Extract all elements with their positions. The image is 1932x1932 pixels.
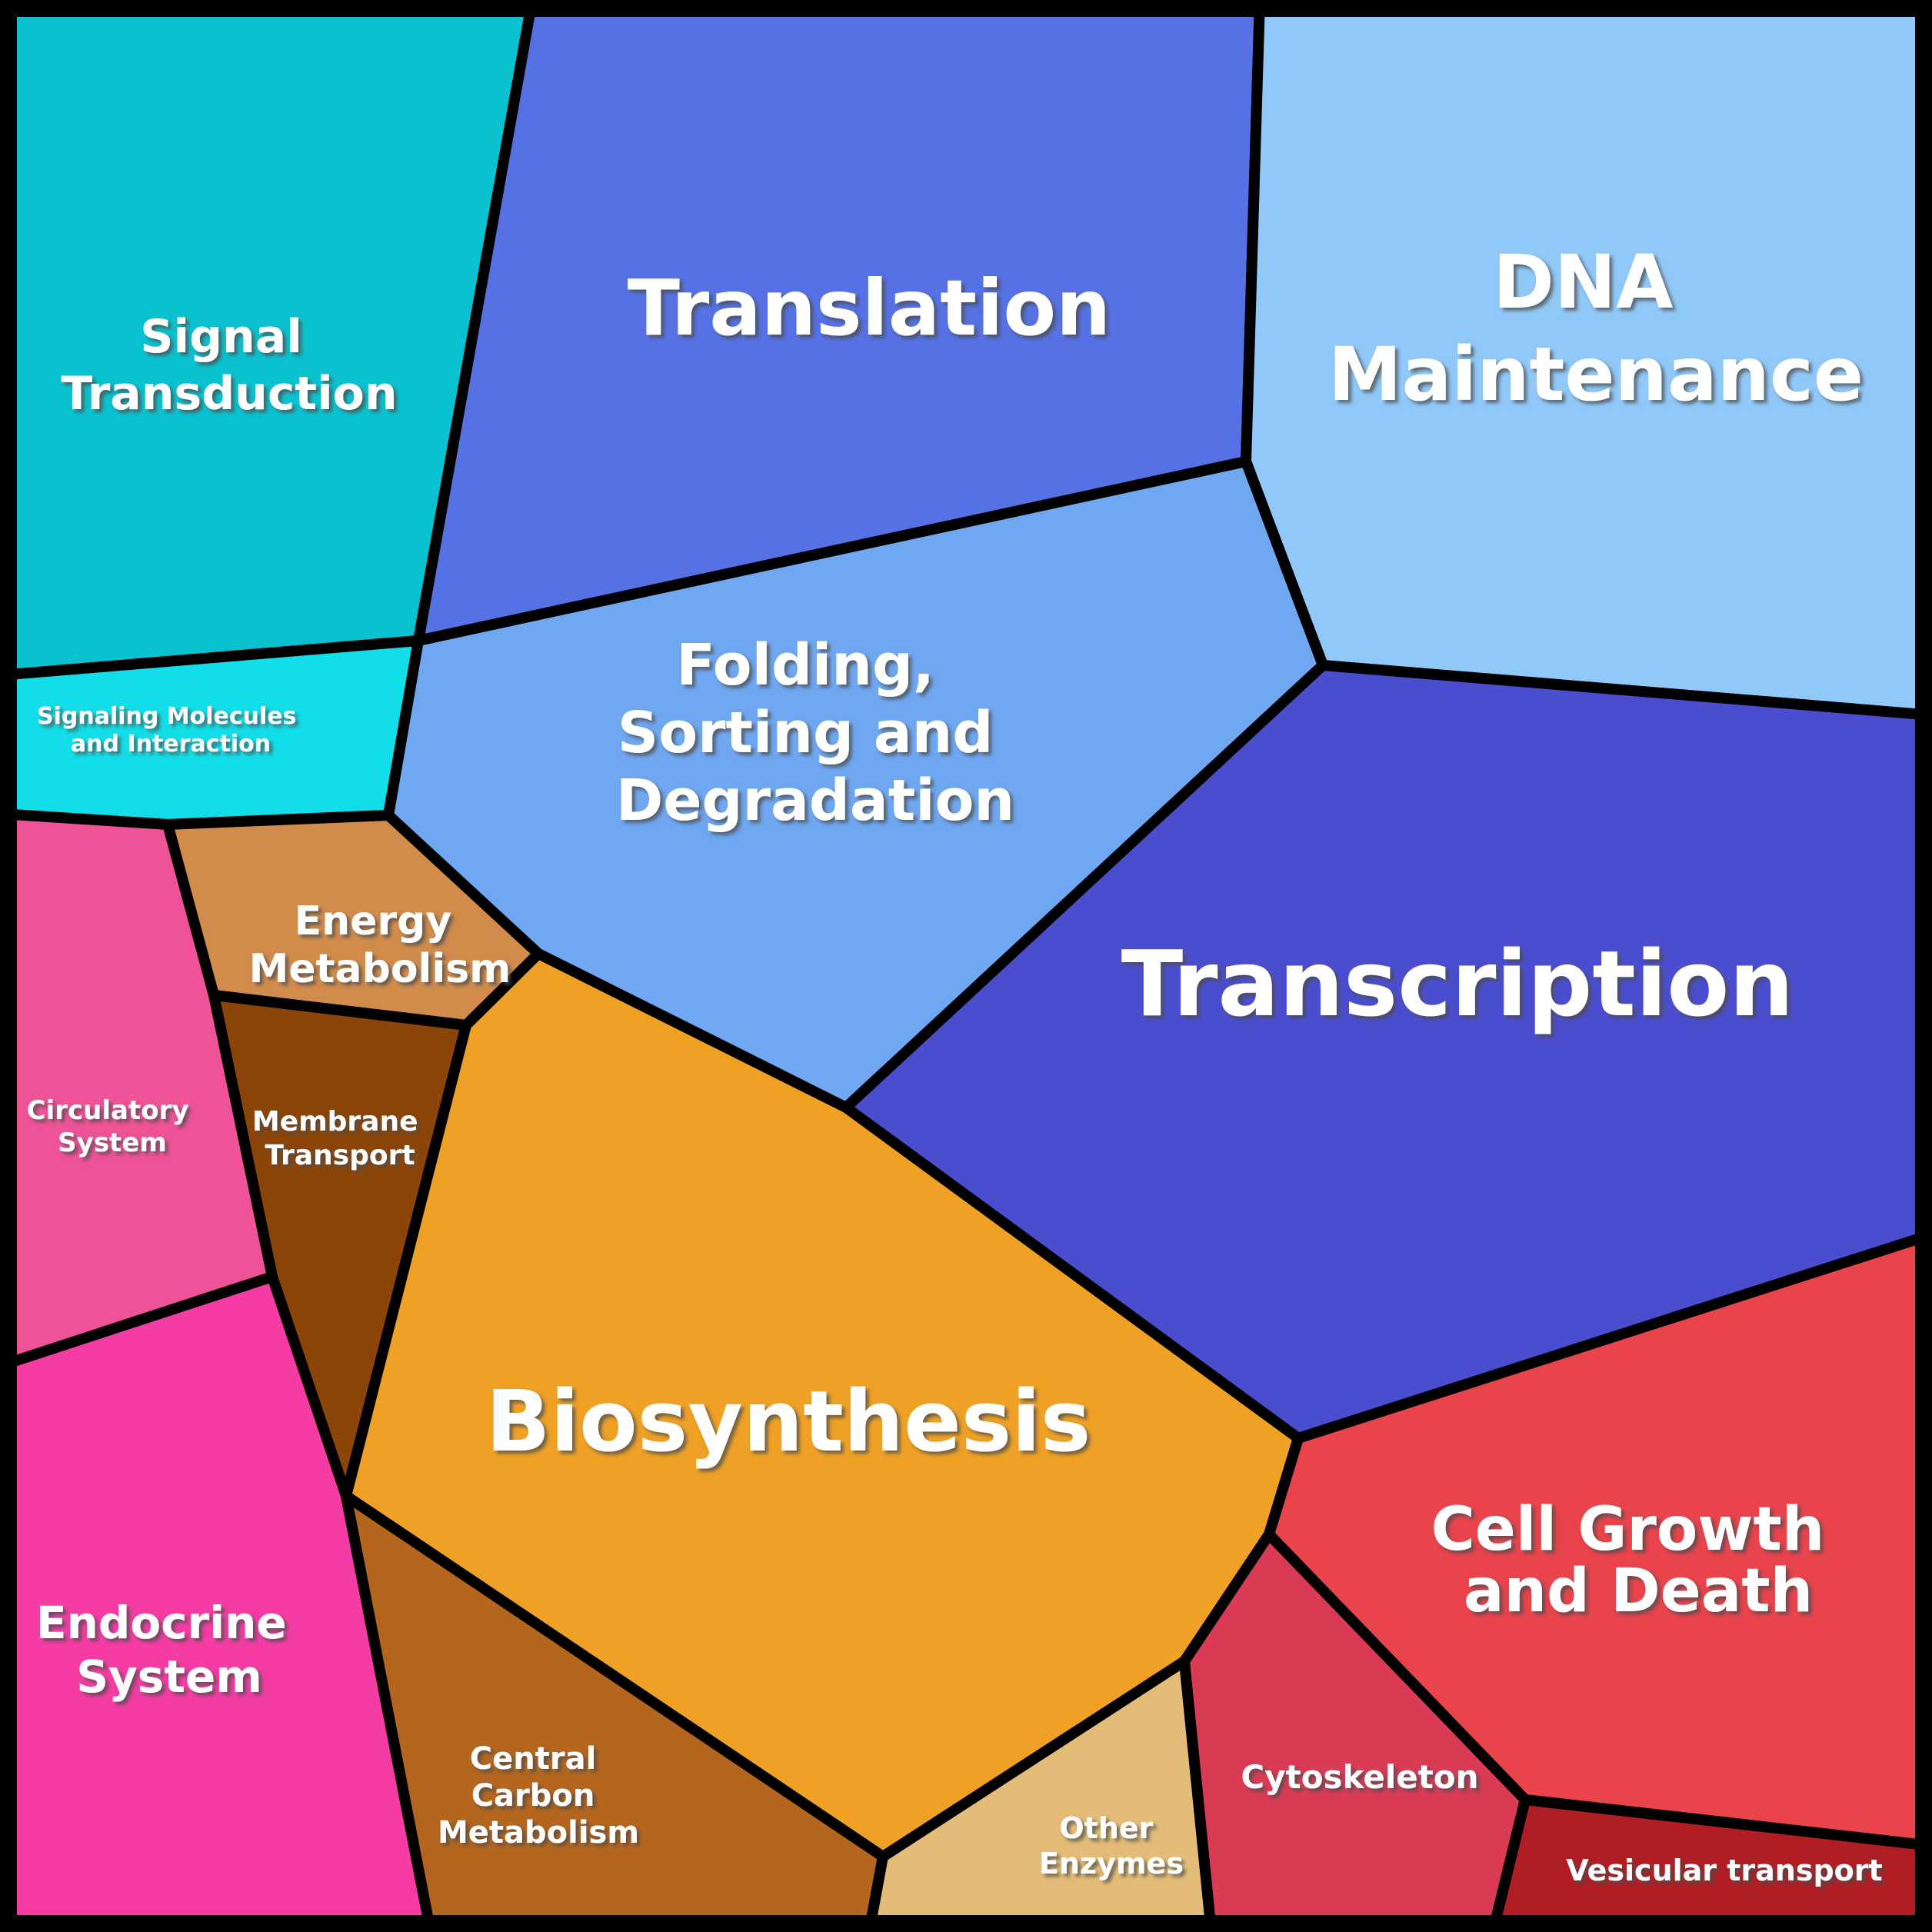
central-carbon-metabolism-cell[interactable] (341, 1491, 888, 1932)
cell-growth-death-label: Cell Growth and Death (1431, 1495, 1846, 1626)
other-enzymes-cell[interactable] (864, 1656, 1217, 1932)
signal-transduction-label: Signal Transduction (61, 310, 397, 421)
region-circulatory-system[interactable] (0, 808, 278, 1371)
region-vesicular-transport[interactable] (1487, 1794, 1932, 1932)
region-central-carbon-metabolism[interactable] (341, 1491, 888, 1932)
circulatory-system-label: Circulatory System (27, 1095, 198, 1158)
energy-metabolism-label: Energy Metabolism (249, 898, 511, 992)
circulatory-system-cell[interactable] (0, 808, 278, 1371)
transcription-label: Transcription (1121, 931, 1794, 1037)
vesicular-transport-cell[interactable] (1487, 1794, 1932, 1932)
biosynthesis-label: Biosynthesis (486, 1372, 1091, 1471)
endocrine-system-label: Endocrine System (36, 1597, 302, 1703)
translation-label: Translation (628, 263, 1111, 353)
dna-maintenance-label: DNA Maintenance (1328, 239, 1864, 418)
region-other-enzymes[interactable] (864, 1656, 1217, 1932)
other-enzymes-label: Other Enzymes (1039, 1811, 1184, 1880)
cytoskeleton-label: Cytoskeleton (1241, 1758, 1478, 1796)
vesicular-transport-label: Vesicular transport (1566, 1854, 1882, 1887)
central-carbon-metabolism-label: Central Carbon Metabolism (438, 1741, 639, 1850)
signaling-molecules-label: Signaling Molecules and Interaction (37, 703, 305, 758)
folding-sorting-degradation-label: Folding, Sorting and Degradation (616, 632, 1014, 834)
membrane-transport-label: Membrane Transport (252, 1106, 428, 1171)
